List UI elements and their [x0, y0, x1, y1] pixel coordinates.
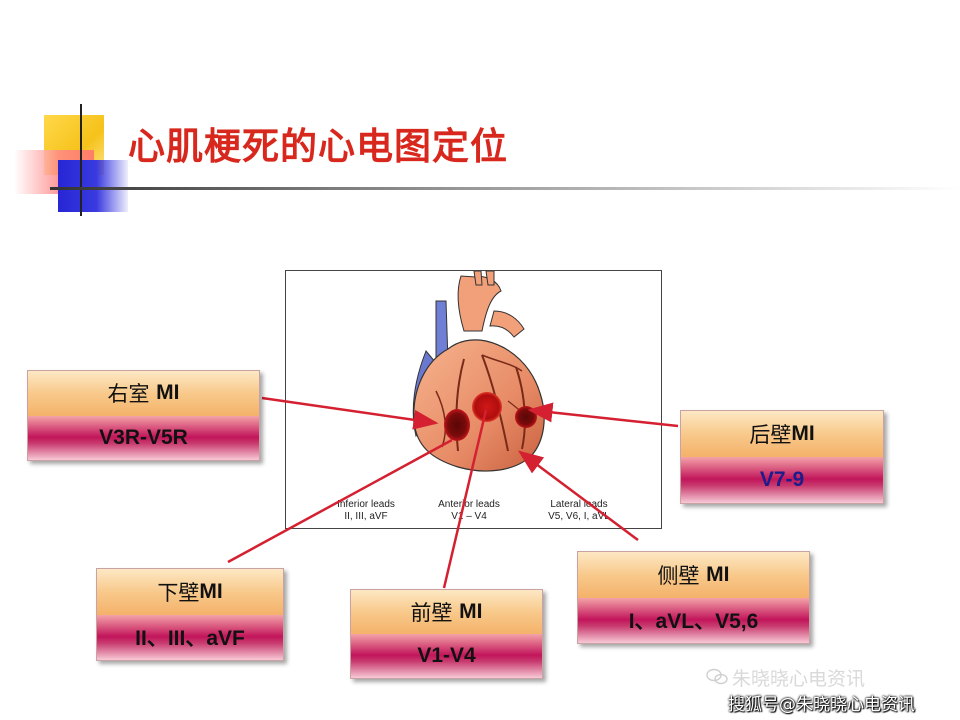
region-right-ventricle-title: 右室 MI: [28, 371, 259, 416]
title-underline: [50, 187, 960, 190]
slide-title: 心肌梗死的心电图定位: [128, 125, 508, 168]
title-ornament-vertical-line: [80, 104, 82, 216]
wechat-watermark: 朱晓晓心电资讯: [732, 668, 866, 690]
region-right-ventricle-leads: V3R-V5R: [28, 415, 259, 460]
title-ornament-blue: [58, 160, 128, 212]
arrow-posterior: [527, 402, 679, 428]
arrow-inferior: [227, 438, 453, 564]
lateral-leads-caption: Lateral leads V5, V6, I, aVL: [548, 499, 610, 522]
arrow-lateral: [517, 450, 639, 542]
heart-figure: Inferior leads II, III, aVF Anterior lea…: [285, 270, 662, 529]
infarct-anterior: [472, 392, 502, 422]
sohu-watermark: 搜狐号@朱晓晓心电资讯: [728, 695, 915, 715]
heart-illustration: [412, 271, 545, 472]
region-posterior-leads: V7-9: [681, 457, 883, 503]
arrow-anterior: [442, 409, 488, 589]
region-lateral-leads: I、aVL、V5,6: [578, 597, 809, 643]
region-anterior: 前壁 MI V1-V4: [350, 589, 543, 679]
wechat-icon: [706, 668, 728, 685]
region-right-ventricle: 右室 MI V3R-V5R: [27, 370, 260, 461]
region-anterior-title: 前壁 MI: [351, 590, 542, 634]
region-inferior-leads: II、III、aVF: [97, 614, 283, 660]
arrow-right-ventricle: [261, 396, 439, 430]
region-lateral: 侧壁 MI I、aVL、V5,6: [577, 551, 810, 644]
region-anterior-leads: V1-V4: [351, 634, 542, 678]
anterior-leads-caption: Anterior leads V1 – V4: [438, 499, 500, 522]
region-lateral-title: 侧壁 MI: [578, 552, 809, 598]
inferior-leads-caption: Inferior leads II, III, aVF: [337, 499, 395, 522]
infarct-inferior: [444, 409, 470, 441]
